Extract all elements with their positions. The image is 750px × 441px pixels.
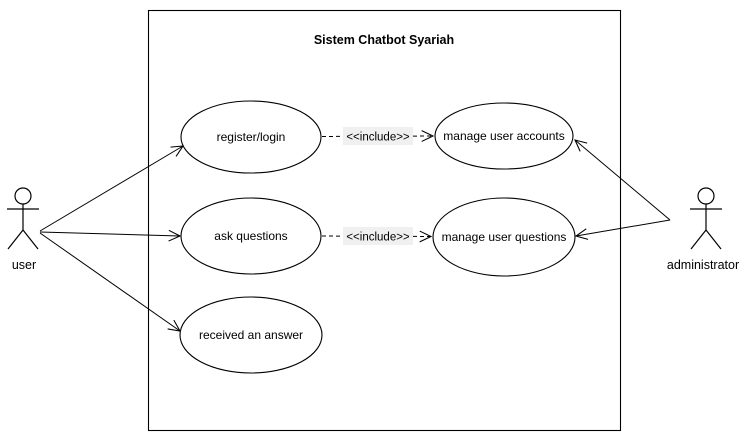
include-label-1-text: <<include>>: [346, 132, 410, 144]
system-title: Sistem Chatbot Syariah: [314, 33, 454, 47]
include-label-2: <<include>>: [343, 227, 413, 245]
usecase-manage-user-accounts-label: manage user accounts: [443, 129, 564, 143]
actor-user-left-leg: [7, 229, 24, 250]
association-user-received-an-answer: [39, 232, 182, 332]
usecase-ask-questions-ellipse: [180, 197, 322, 275]
usecase-manage-user-questions-label: manage user questions: [442, 230, 567, 244]
usecase-ask-questions-label: ask questions: [214, 229, 287, 243]
actor-user-label: user: [12, 258, 36, 272]
usecase-manage-user-questions: manage user questions: [432, 197, 576, 277]
include-label-2-bg: [343, 227, 413, 245]
include-arrow-register-login: [321, 130, 435, 142]
actor-administrator: administrator: [667, 187, 739, 272]
association-user-register-login: [39, 145, 185, 232]
usecase-manage-user-questions-ellipse: [432, 197, 576, 277]
usecase-manage-user-accounts-ellipse: [434, 102, 574, 170]
usecase-received-an-answer-label: received an answer: [199, 328, 303, 342]
usecase-manage-user-accounts: manage user accounts: [434, 102, 574, 170]
actor-user: user: [7, 187, 39, 272]
include-label-1: <<include>>: [343, 127, 413, 145]
association-admin-manage-user-accounts: [574, 139, 671, 221]
actor-administrator-head: [697, 187, 715, 205]
actor-administrator-left-leg: [690, 229, 707, 250]
include-label-1-bg: [343, 127, 413, 145]
actor-administrator-right-leg: [705, 229, 722, 250]
usecase-register-login: register/login: [180, 100, 322, 174]
usecase-register-login-ellipse: [180, 100, 322, 174]
actor-user-head: [14, 187, 32, 205]
usecase-ask-questions: ask questions: [180, 197, 322, 275]
usecase-received-an-answer-ellipse: [179, 296, 323, 374]
usecase-received-an-answer: received an answer: [179, 296, 323, 374]
association-user-ask-questions: [39, 229, 182, 242]
usecase-register-login-label: register/login: [217, 130, 286, 144]
include-label-2-text: <<include>>: [346, 232, 410, 244]
association-admin-manage-user-questions: [574, 219, 671, 240]
actor-user-right-leg: [22, 229, 39, 250]
actor-administrator-label: administrator: [667, 258, 739, 272]
